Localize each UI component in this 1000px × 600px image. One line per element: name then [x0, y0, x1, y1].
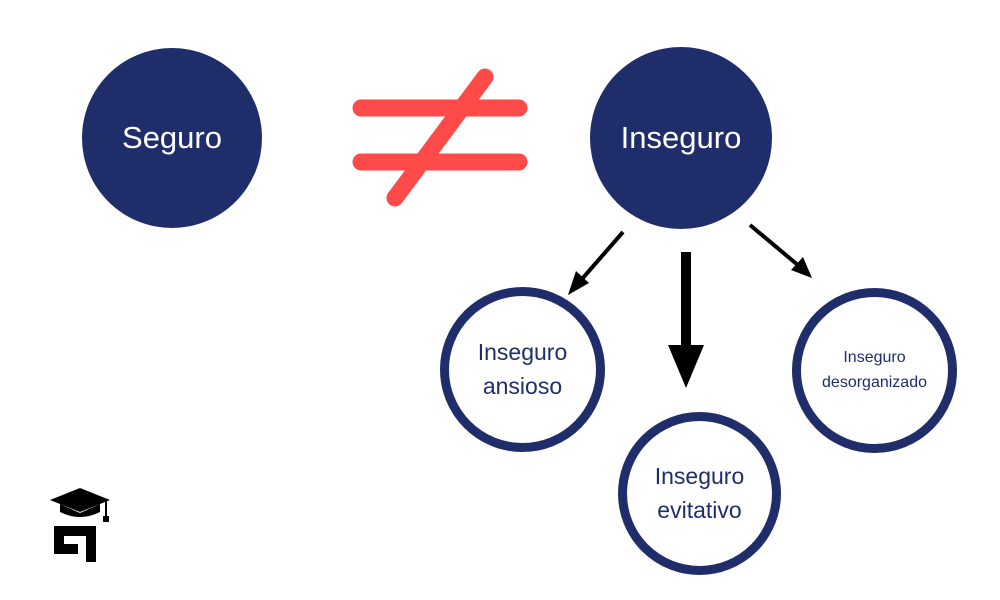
graduation-cap-logo-icon [50, 488, 110, 562]
arrow-to-evitativo [668, 252, 704, 388]
node-inseguro-ansioso: Inseguro ansioso [440, 287, 605, 452]
node-inseguro-evitativo: Inseguro evitativo [618, 412, 781, 575]
node-seguro-label: Seguro [122, 120, 222, 155]
node-evitativo-label: Inseguro evitativo [654, 463, 745, 523]
node-inseguro-label: Inseguro [620, 120, 742, 155]
arrow-to-ansioso [568, 230, 625, 295]
node-inseguro-desorganizado: Inseguro desorganizado [792, 288, 957, 453]
node-desorganizado-label: Inseguro desorganizado [822, 348, 927, 391]
not-equal-icon [352, 68, 528, 207]
node-ansioso-label: Inseguro ansioso [477, 339, 568, 399]
arrow-to-desorganizado [748, 223, 812, 278]
node-inseguro: Inseguro [590, 47, 772, 229]
node-seguro: Seguro [82, 48, 262, 228]
